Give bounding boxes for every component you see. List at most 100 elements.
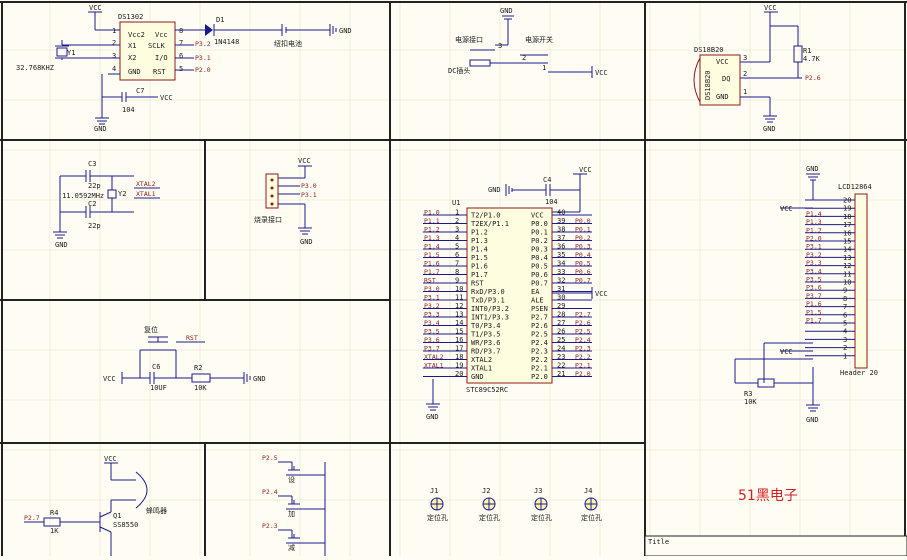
lcd-pin-num: 7 <box>843 303 847 311</box>
r4-value: 1K <box>50 527 59 535</box>
mcu-left-pin-name: TxD/P3.1 <box>471 297 505 305</box>
ds1302-pin-rst: RST <box>153 68 166 76</box>
mcu-right-pin-name: P2.4 <box>531 339 548 347</box>
c7-ref: C7 <box>136 87 144 95</box>
mcu-left-pin-num: 1 <box>455 209 459 217</box>
lcd-header <box>854 193 868 369</box>
lcd-pin-num: 16 <box>843 229 851 237</box>
ds1302-pinnum-6: 6 <box>179 52 183 60</box>
mcu-left-pin-name: P1.3 <box>471 237 488 245</box>
ds1302-gnd-label: GND <box>94 125 107 133</box>
mcu-left-net: P3.6 <box>424 336 440 344</box>
mcu-left-net: P3.1 <box>424 294 440 302</box>
lcd-pin-num: 5 <box>843 320 847 328</box>
mcu-right-net: P2.0 <box>575 370 591 378</box>
lcd-pin-net: P1.6 <box>806 300 822 308</box>
mcu-left-pin-name: XTAL2 <box>471 356 492 364</box>
mcu-vcc-label: VCC <box>579 166 592 174</box>
mcu-right-pin-name: P0.6 <box>531 271 548 279</box>
ds1302-pin-vcc: Vcc <box>155 31 168 39</box>
power-pin2: 2 <box>522 54 526 62</box>
r4-resistor <box>43 517 61 527</box>
ds18b20-chip <box>699 54 741 106</box>
hole-j1-ref: J1 <box>430 487 438 495</box>
hole-j3-ref: J3 <box>534 487 542 495</box>
r1-value: 4.7K <box>803 55 821 63</box>
ds1302-pin-io: I/O <box>155 54 168 62</box>
mcu-left-pin-num: 10 <box>455 285 463 293</box>
mcu-right-net: P0.0 <box>575 217 591 225</box>
download-net-p30: P3.0 <box>301 182 317 190</box>
key2-label: 加 <box>288 509 295 518</box>
hole-j1-label: 定位孔 <box>427 513 448 522</box>
ds1302-pin-vcc2: Vcc2 <box>128 31 145 39</box>
mcu-left-net: P1.0 <box>424 209 440 217</box>
mcu-right-pin-name: P2.5 <box>531 331 548 339</box>
lcd-pin-num: 18 <box>843 213 851 221</box>
mcu-left-net: XTAL1 <box>424 362 444 370</box>
mcu-gnd-cap-label: GND <box>488 186 501 194</box>
mcu-right-pin-num: 38 <box>557 226 565 234</box>
key1-label: 设 <box>288 475 295 484</box>
mcu-right-pin-name: P0.7 <box>531 280 548 288</box>
mcu-right-net: P2.4 <box>575 336 591 344</box>
hole-j3-label: 定位孔 <box>531 513 552 522</box>
mcu-left-net: P3.2 <box>424 302 440 310</box>
lcd-pin-num: 15 <box>843 238 851 246</box>
mcu-left-net: P1.1 <box>424 217 440 225</box>
lcd-pin-net: P3.3 <box>806 259 822 267</box>
lcd-pin-net: P1.5 <box>806 308 822 316</box>
mcu-left-pin-num: 17 <box>455 345 463 353</box>
mcu-right-net: P0.4 <box>575 251 591 259</box>
mcu-left-pin-name: P1.6 <box>471 263 488 271</box>
battery-gnd-label: GND <box>339 27 352 35</box>
mcu-left-pin-num: 12 <box>455 302 463 310</box>
mcu-right-pin-name: P2.0 <box>531 373 548 381</box>
title-block-label: Title <box>648 538 669 546</box>
power-switch-label: 电源开关 <box>525 35 553 44</box>
r2-resistor <box>191 373 211 383</box>
mcu-right-net: P2.5 <box>575 328 591 336</box>
mcu-left-pin-num: 19 <box>455 362 463 370</box>
mcu-left-net: P3.0 <box>424 285 440 293</box>
r1-resistor <box>793 45 803 63</box>
dc-jack-label: DC插头 <box>448 66 470 75</box>
d1-ref: D1 <box>216 16 224 24</box>
mcu-left-pin-num: 8 <box>455 268 459 276</box>
ds18b20-pinnum-2: 2 <box>743 70 747 78</box>
ds1302-pinnum-1: 1 <box>112 27 116 35</box>
dc-jack <box>469 59 491 67</box>
lcd-pin-net: P2.0 <box>806 235 822 243</box>
lcd-pin-num: 1 <box>843 352 847 360</box>
mcu-right-pin-num: 28 <box>557 311 565 319</box>
download-net-p31: P3.1 <box>301 191 317 199</box>
mcu-left-pin-name: XTAL1 <box>471 365 492 373</box>
key3-net: P2.3 <box>262 522 278 530</box>
mcu-right-pin-name: P0.0 <box>531 220 548 228</box>
mcu-left-net: P3.7 <box>424 345 440 353</box>
key3-label: 减 <box>288 543 295 552</box>
lcd-pin-num: 8 <box>843 295 847 303</box>
mcu-right-pin-name: P0.5 <box>531 263 548 271</box>
buzzer-symbol <box>135 471 148 509</box>
mcu-left-pin-name: T1/P3.5 <box>471 331 501 339</box>
ds18b20-vcc-label: VCC <box>764 4 777 12</box>
mcu-left-pin-num: 15 <box>455 328 463 336</box>
mcu-right-net: P2.7 <box>575 311 591 319</box>
c3-value: 22p <box>88 182 101 190</box>
mcu-left-pin-name: P1.5 <box>471 254 488 262</box>
mcu-right-pin-name: P2.3 <box>531 348 548 356</box>
hole-j4-ref: J4 <box>584 487 592 495</box>
mcu-right-net: P2.1 <box>575 362 591 370</box>
mcu-right-pin-num: 25 <box>557 336 565 344</box>
mcu-left-pin-num: 14 <box>455 319 463 327</box>
lcd-pin-num: 20 <box>843 197 851 205</box>
mcu-ref: U1 <box>452 199 460 207</box>
mcu-right-net: P0.2 <box>575 234 591 242</box>
title-block <box>644 535 907 557</box>
y2-ref: Y2 <box>118 190 126 198</box>
lcd-pin-num: 9 <box>843 287 847 295</box>
ds18b20-body-text: DS18B20 <box>704 70 712 100</box>
mcu-right-pin-name: EA <box>531 288 540 296</box>
